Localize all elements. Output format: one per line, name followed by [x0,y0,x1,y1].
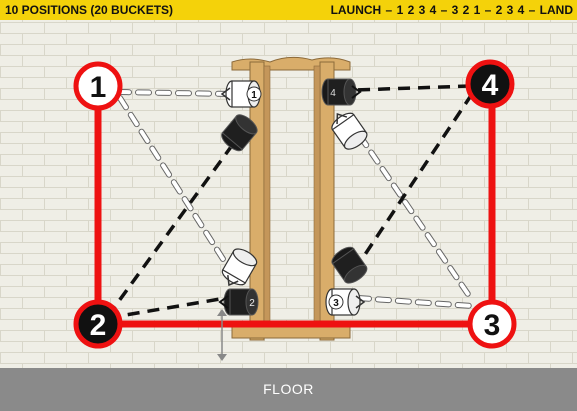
floor-label: FLOOR [263,381,314,397]
floor-band: FLOOR [0,368,577,411]
svg-text:4: 4 [482,69,499,102]
bucket-label-bottom-right: 3 [329,295,343,309]
position-marker-1: 1 [76,64,120,108]
position-marker-3: 3 [470,302,514,346]
svg-text:2: 2 [90,309,107,342]
svg-text:3: 3 [333,298,339,309]
position-marker-4: 4 [468,62,512,106]
svg-text:3: 3 [484,309,501,342]
header-bar: 10 POSITIONS (20 BUCKETS) LAUNCH – 1 2 3… [0,0,577,20]
svg-text:2: 2 [249,298,255,309]
diagram-stage: 1 4 2 3 1 2 3 4 [0,20,577,368]
header-positions-text: 10 POSITIONS (20 BUCKETS) [5,0,173,20]
svg-text:4: 4 [330,88,336,99]
bucket-label-bottom-left: 2 [249,298,255,309]
header-sequence-text: LAUNCH – 1 2 3 4 – 3 2 1 – 2 3 4 – LAND [331,0,573,20]
svg-text:1: 1 [251,90,257,101]
bucket-label-top-right: 4 [330,88,336,99]
bucket-label-top-left: 1 [247,87,261,101]
black-bucket [322,79,360,105]
position-marker-2: 2 [76,302,120,346]
svg-text:1: 1 [90,71,107,104]
